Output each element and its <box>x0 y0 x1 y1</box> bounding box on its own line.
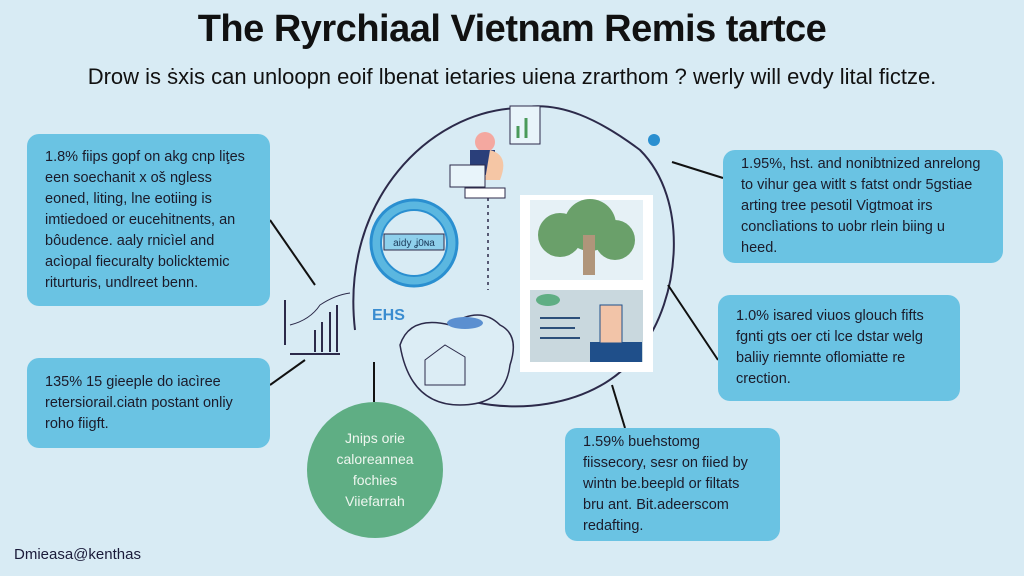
badge-icon: aidy ʝ0ɴa <box>369 198 459 288</box>
page-subtitle: Drow is ṡxis can unloopn eoif lbenat iet… <box>87 64 937 89</box>
person-laptop-icon <box>449 132 506 199</box>
connector-line <box>269 219 316 286</box>
connector-line <box>671 161 724 179</box>
note-box: 1.59% buehstomg fiissecory, sesr on fiie… <box>565 428 780 541</box>
note-text: 1.95%, hst. and nonibtnized anrelong to … <box>741 156 981 256</box>
footer-logo-text: Dmieasa@kenthas <box>14 546 141 563</box>
cycle-arc <box>352 105 675 408</box>
note-text: 1.59% buehstomg fiissecory, sesr on fiie… <box>583 434 748 534</box>
note-box: 135% 15 gieeple do iacìree retersiorail.… <box>27 358 270 448</box>
ehs-label: EHS <box>372 307 405 324</box>
circle-note-text: Jnips orie caloreannea fochies Viiefarra… <box>336 430 414 509</box>
note-text: 1.8% fiips gopf on akg cnp liţes een soe… <box>45 148 245 291</box>
note-text: 135% 15 gieeple do iacìree retersiorail.… <box>45 373 233 432</box>
note-box: 1.0% isared viuos glouch fifts fgnti gts… <box>718 295 960 401</box>
connector-line <box>667 284 719 361</box>
chart-building-icon <box>509 105 541 145</box>
circle-note: Jnips orie caloreannea fochies Viiefarra… <box>307 402 443 538</box>
note-box: 1.95%, hst. and nonibtnized anrelong to … <box>723 150 1003 263</box>
bar-chart-icon <box>284 292 351 355</box>
connector-line <box>269 359 306 386</box>
house-cloud-icon <box>399 314 515 406</box>
connector-line <box>611 384 626 429</box>
page-title: The Ryrchiaal Vietnam Remis tartce <box>197 8 827 50</box>
badge-label: aidy ʝ0ɴa <box>393 238 435 249</box>
note-text: 1.0% isared viuos glouch fifts fgnti gts… <box>736 308 924 387</box>
photo-panel <box>520 195 653 372</box>
info-dot-icon <box>648 134 660 146</box>
note-box: 1.8% fiips gopf on akg cnp liţes een soe… <box>27 134 270 306</box>
